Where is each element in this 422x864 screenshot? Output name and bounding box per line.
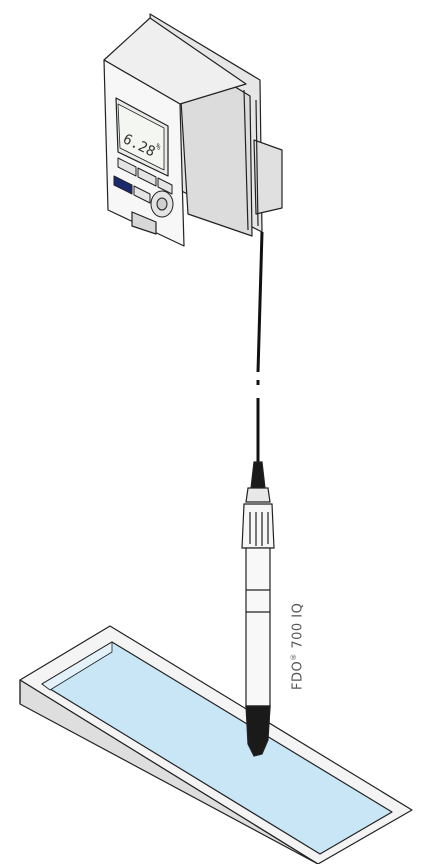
sensor-name-prefix: FDO xyxy=(290,660,306,690)
registered-mark: ® xyxy=(290,653,298,661)
keypad xyxy=(113,157,174,218)
display-unit: % xyxy=(154,142,162,152)
controller-terminal xyxy=(103,13,283,247)
water-basin xyxy=(19,625,413,864)
sensor-name-label: FDO® 700 IQ xyxy=(290,603,305,690)
sensor-cable xyxy=(256,231,264,468)
sensor-probe-front xyxy=(245,705,271,757)
sensor-name-suffix: 700 IQ xyxy=(290,602,306,654)
